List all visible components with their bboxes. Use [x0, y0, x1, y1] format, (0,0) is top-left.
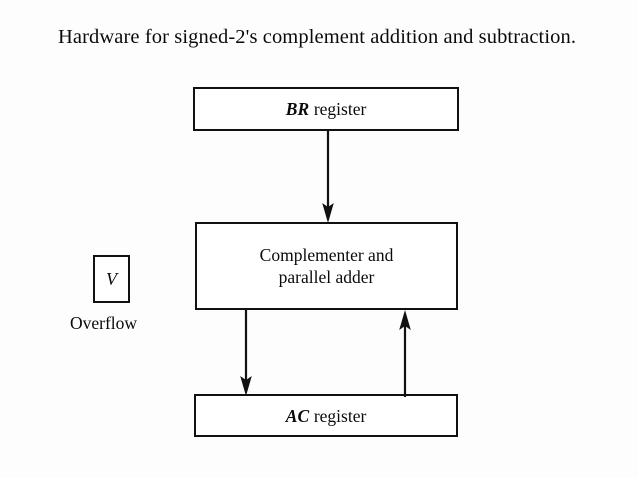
br-register-mnemonic: BR [285, 99, 310, 119]
block-complementer-parallel-adder: Complementer and parallel adder [195, 222, 458, 310]
block-adder-label: Complementer and parallel adder [260, 244, 394, 288]
adder-label-line-1: Complementer and [259, 245, 394, 265]
ac-register-word: register [309, 405, 367, 426]
arrow-br-to-adder-icon [320, 129, 336, 224]
arrow-adder-to-ac-icon [238, 309, 254, 397]
overflow-flag-label: V [106, 269, 117, 289]
br-register-word: register [309, 99, 367, 119]
adder-label-line-2: parallel adder [278, 267, 375, 287]
block-ac-register-label: AC register [286, 405, 367, 427]
block-ac-register: AC register [194, 394, 458, 437]
block-br-register: BR register [193, 87, 459, 131]
overflow-caption: Overflow [70, 313, 138, 333]
block-br-register-label: BR register [286, 98, 367, 120]
arrow-ac-to-adder-icon [397, 309, 413, 397]
figure-title: Hardware for signed-2's complement addit… [58, 26, 577, 48]
ac-register-mnemonic: AC [285, 405, 310, 426]
block-overflow-flag: V [93, 255, 130, 303]
